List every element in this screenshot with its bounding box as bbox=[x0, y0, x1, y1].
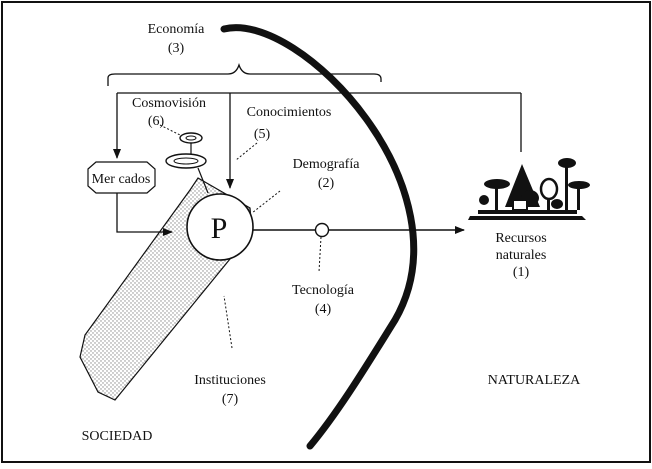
label-tecnologia: Tecnología bbox=[292, 283, 355, 298]
economy-bracket bbox=[107, 62, 382, 86]
circle-node-icon bbox=[314, 222, 330, 238]
label-instituciones: Instituciones bbox=[194, 373, 266, 388]
label-cosmovision: Cosmovisión bbox=[132, 96, 206, 111]
population-circle bbox=[186, 193, 254, 261]
label-tecnologia-number: (4) bbox=[315, 302, 332, 317]
label-sociedad: SOCIEDAD bbox=[82, 429, 153, 444]
label-economia: Economía bbox=[148, 22, 206, 37]
label-recursos: Recursos bbox=[495, 231, 546, 246]
label-demografia: Demografía bbox=[293, 157, 361, 172]
label-economia-number: (3) bbox=[168, 41, 185, 56]
arrow-mercados-to-p bbox=[116, 193, 173, 236]
label-naturales: naturales bbox=[496, 248, 547, 263]
mercados-box bbox=[87, 161, 156, 194]
conocimientos-leader bbox=[235, 142, 258, 161]
label-naturaleza: NATURALEZA bbox=[488, 373, 581, 388]
label-conocimientos: Conocimientos bbox=[247, 105, 332, 120]
label-p: P bbox=[211, 212, 228, 245]
cosmovision-base-ring bbox=[165, 153, 207, 169]
boundary-arc bbox=[220, 24, 418, 450]
label-mercados: Mer cados bbox=[92, 172, 151, 187]
demografia-leader bbox=[251, 190, 281, 214]
label-cosmovision-number: (6) bbox=[148, 114, 165, 129]
label-demografia-number: (2) bbox=[318, 176, 335, 191]
instituciones-leader bbox=[223, 295, 233, 349]
label-instituciones-number: (7) bbox=[222, 392, 239, 407]
stacked-rings-icon bbox=[179, 132, 203, 144]
label-conocimientos-number: (5) bbox=[254, 127, 271, 142]
landscape-resources-icon bbox=[468, 158, 590, 220]
tecnologia-leader bbox=[318, 236, 322, 273]
label-recursos-number: (1) bbox=[513, 265, 530, 280]
